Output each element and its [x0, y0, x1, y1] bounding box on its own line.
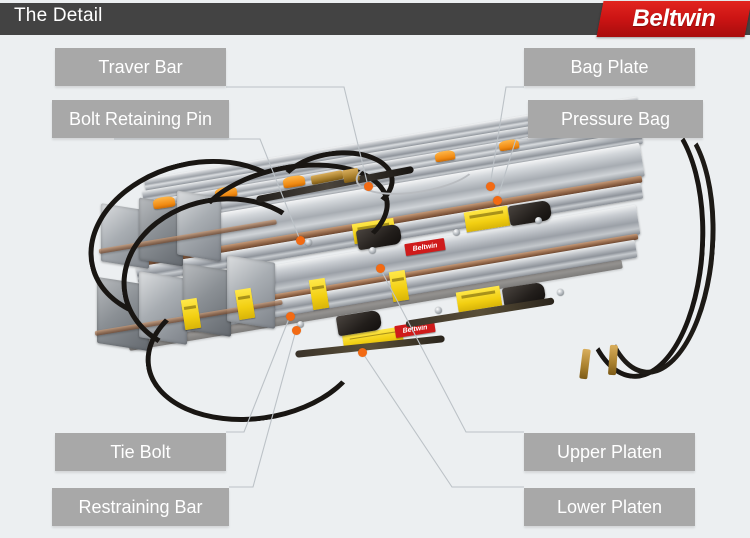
vulcanizing-press-assembly: Beltwin Beltwin: [70, 96, 724, 436]
marker-pressure-bag: [493, 196, 502, 205]
platen-bolt-6: [435, 307, 442, 314]
callout-lower-platen[interactable]: Lower Platen: [524, 488, 695, 526]
marker-lower-platen: [358, 348, 367, 357]
platen-bolt-1: [305, 239, 312, 246]
logo-text: Beltwin: [632, 5, 716, 32]
callout-bolt-retaining-pin[interactable]: Bolt Retaining Pin: [52, 100, 229, 138]
platen-bolt-7: [557, 289, 564, 296]
callout-upper-platen[interactable]: Upper Platen: [524, 433, 695, 471]
platen-bolt-4: [535, 217, 542, 224]
marker-bolt-retaining-pin: [296, 236, 305, 245]
marker-upper-platen: [376, 264, 385, 273]
cable-end-ferrule-1: [579, 348, 591, 380]
marker-tie-bolt: [286, 312, 295, 321]
page-title: The Detail: [14, 5, 103, 26]
platen-bolt-2: [369, 247, 376, 254]
platen-bolt-3: [453, 229, 460, 236]
callout-bag-plate[interactable]: Bag Plate: [524, 48, 695, 86]
marker-traver-bar: [364, 182, 373, 191]
callout-restraining-bar[interactable]: Restraining Bar: [52, 488, 229, 526]
callout-traver-bar[interactable]: Traver Bar: [55, 48, 226, 86]
platen-bolt-5: [297, 321, 304, 328]
beltwin-logo: Beltwin: [596, 1, 750, 37]
marker-restraining-bar: [292, 326, 301, 335]
callout-tie-bolt[interactable]: Tie Bolt: [55, 433, 226, 471]
callout-pressure-bag[interactable]: Pressure Bag: [528, 100, 703, 138]
marker-bag-plate: [486, 182, 495, 191]
